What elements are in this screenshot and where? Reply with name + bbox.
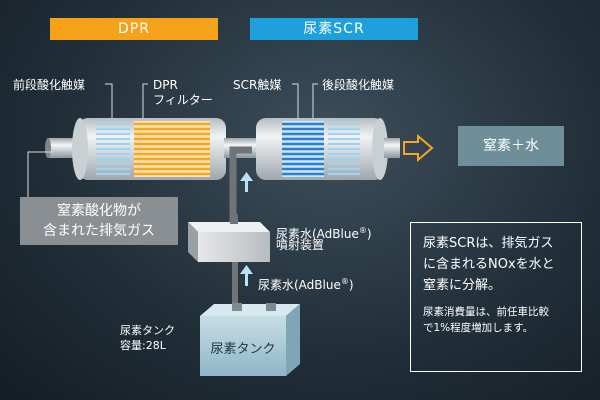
front-oxidation-catalyst [96,123,130,175]
info-sub-line1: 尿素消費量は、前任車比較 [423,306,549,318]
injector-label-line2: 噴射装置 [276,238,325,252]
urea-tank [200,303,300,376]
upward-arrow-to-scr [240,172,253,192]
scr-header: 尿素SCR [250,18,418,40]
upward-arrow-to-injector [240,265,253,286]
urea-supply-label-text: 尿素水(AdBlue [258,278,341,292]
info-main-line1: 尿素SCRは、排気ガス [423,236,554,251]
tank-caption-line1: 尿素タンク [120,324,175,337]
scr-header-label: 尿素SCR [303,21,365,37]
info-box: 尿素SCRは、排気ガス に含まれるNOxを水と 窒素に分解。 尿素消費量は、前任… [410,222,582,372]
info-main-line2: に含まれるNOxを水と [423,257,555,272]
input-label-line1: 窒素酸化物が [57,203,141,219]
tank-caption-line2: 容量:28L [120,339,166,352]
dpr-filter-label-1: DPR [153,78,178,92]
scr-canister [256,118,388,180]
dpr-filter [134,122,210,176]
dpr-header-label: DPR [118,21,150,37]
injector-label-registered: ® [358,226,367,235]
injector-label-close: ) [366,227,372,241]
rear-oxidation-catalyst [328,123,360,175]
output-arrow [403,133,434,163]
label-leader-lines [105,83,318,118]
scr-catalyst-label: SCR触媒 [233,78,282,92]
injector-label-text: 尿素水(AdBlue [276,227,359,241]
injector-feed-line [229,146,252,228]
rear-oxidation-catalyst-label: 後段酸化触媒 [322,78,395,92]
tank-name: 尿素タンク [210,342,276,357]
dpr-canister [72,118,226,180]
output-label: 窒素＋水 [483,138,539,154]
dpr-filter-label-2: フィルター [153,93,213,107]
urea-supply-label-registered: ® [340,277,349,286]
info-sub-line2: で1%程度増加します。 [423,322,534,334]
front-oxidation-catalyst-label: 前段酸化触媒 [13,78,86,92]
output-box: 窒素＋水 [458,126,564,166]
scr-catalyst [282,122,324,176]
inlet-pipe [48,138,80,158]
inlet-leader-line [27,151,52,197]
dpr-header: DPR [50,18,218,40]
info-main-line3: 窒素に分解。 [423,278,502,293]
tank-feed-pipe [232,262,238,308]
outlet-pipe [384,138,400,158]
urea-supply-label: 尿素水(AdBlue®) [258,274,354,293]
injector-label: 尿素水(AdBlue®) [276,223,372,242]
input-label-line2: 含まれた排気ガス [43,223,155,239]
urea-supply-label-close: ) [348,278,354,292]
injector-device [188,214,270,262]
input-exhaust-box: 窒素酸化物が 含まれた排気ガス [20,197,178,245]
